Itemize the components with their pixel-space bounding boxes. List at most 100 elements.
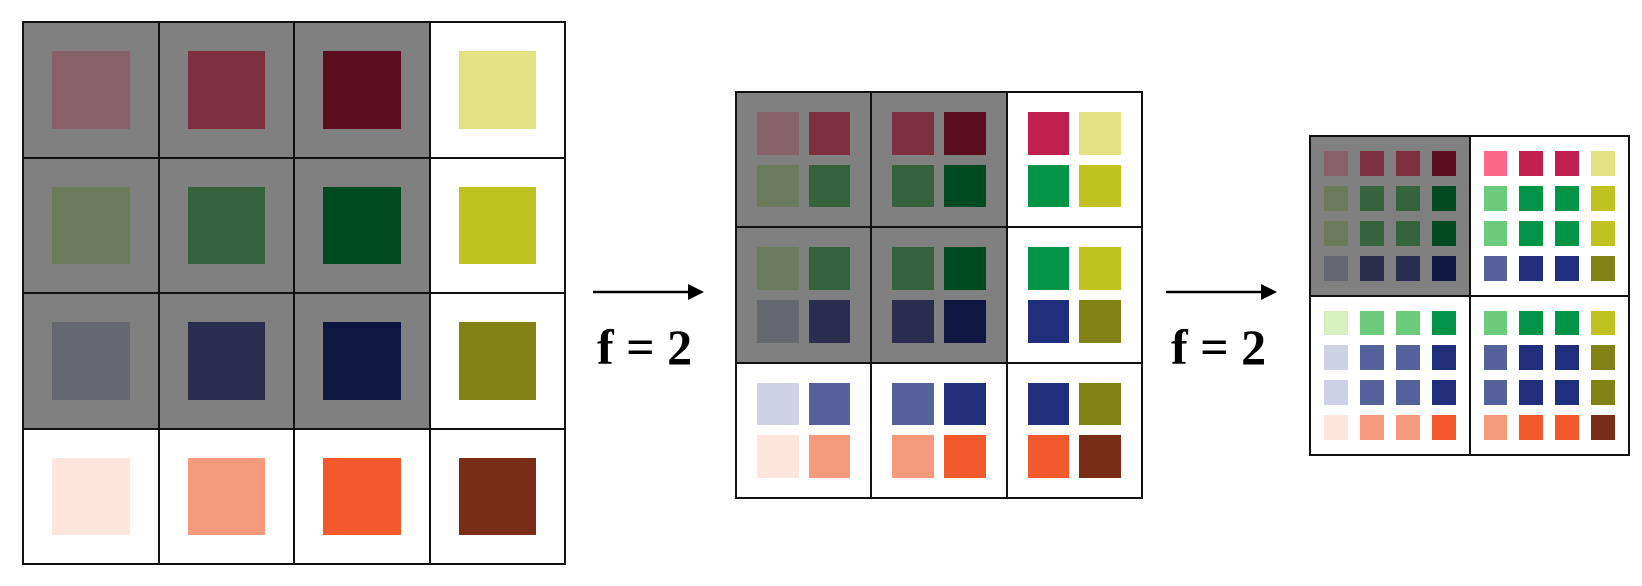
color-square [458,322,536,400]
color-square [1079,164,1121,208]
color-square [1359,310,1384,336]
color-square [1359,255,1384,281]
color-square [1483,220,1508,246]
color-square [187,186,265,264]
color-square [943,382,986,426]
color-square [808,164,851,208]
color-square [1359,380,1384,406]
grid-cell [1470,137,1628,295]
color-square [892,247,934,290]
color-square [1483,151,1508,176]
color-square [52,322,130,400]
color-square [1483,255,1508,281]
grid-cell [24,429,158,563]
color-square [1519,310,1544,336]
grid-cell [159,158,293,292]
color-square [1483,310,1508,336]
color-square [1519,380,1544,406]
grid-cell [159,23,293,157]
color-square [1359,185,1384,211]
color-square [1324,415,1348,440]
color-square [1431,255,1456,281]
color-square [1079,247,1121,290]
color-square [1027,299,1070,343]
color-square [1324,185,1348,211]
color-square [892,435,934,478]
grid-cell [430,294,564,428]
color-square [943,435,986,478]
color-square [1395,220,1420,246]
grid-cell [24,23,158,157]
color-square [892,299,934,343]
color-square [1027,435,1070,478]
color-square [1079,382,1121,426]
color-square [1591,220,1615,246]
input-grid-4x4 [22,21,566,565]
grid-cell [1007,228,1141,362]
color-square [1519,220,1544,246]
color-square [892,382,934,426]
color-square [1359,345,1384,371]
color-square [1395,151,1420,176]
grid-cell [737,228,871,362]
grid-cell [872,363,1006,497]
color-square [943,112,986,155]
color-square [1555,310,1580,336]
color-square [1591,380,1615,406]
color-square [943,299,986,343]
color-square [1519,255,1544,281]
color-square [187,322,265,400]
color-square [1079,299,1121,343]
output-grid-2x2 [1309,135,1630,456]
color-square [1324,255,1348,281]
color-square [458,51,536,129]
grid-cell [1470,296,1628,454]
color-square [187,51,265,129]
color-square [52,457,130,535]
color-square [808,299,851,343]
color-square [1591,345,1615,371]
color-square [1483,185,1508,211]
color-square [1395,345,1420,371]
grid-cell [295,294,429,428]
color-square [757,382,799,426]
color-square [808,112,851,155]
color-square [1324,151,1348,176]
color-square [1431,151,1456,176]
color-square [1591,415,1615,440]
color-square [1555,345,1580,371]
color-square [1395,185,1420,211]
grid-cell [737,93,871,227]
color-square [1483,380,1508,406]
grid-cell [295,429,429,563]
color-square [1519,415,1544,440]
color-square [943,164,986,208]
color-square [1027,382,1070,426]
color-square [943,247,986,290]
color-square [1027,247,1070,290]
color-square [1079,112,1121,155]
grid-cell [24,158,158,292]
color-square [1555,380,1580,406]
color-square [1519,151,1544,176]
color-square [52,186,130,264]
color-square [1483,415,1508,440]
color-square [1431,415,1456,440]
grid-cell [737,363,871,497]
color-square [1483,345,1508,371]
step-label-1: f = 2 [597,319,693,375]
color-square [323,457,401,535]
color-square [1395,415,1420,440]
grid-cell [430,158,564,292]
color-square [1324,345,1348,371]
color-square [1079,435,1121,478]
color-square [1359,151,1384,176]
color-square [1395,310,1420,336]
color-square [323,186,401,264]
color-square [1591,151,1615,176]
grid-cell [159,294,293,428]
color-square [1324,310,1348,336]
color-square [757,164,799,208]
color-square [1395,255,1420,281]
grid-cell [1311,137,1469,295]
